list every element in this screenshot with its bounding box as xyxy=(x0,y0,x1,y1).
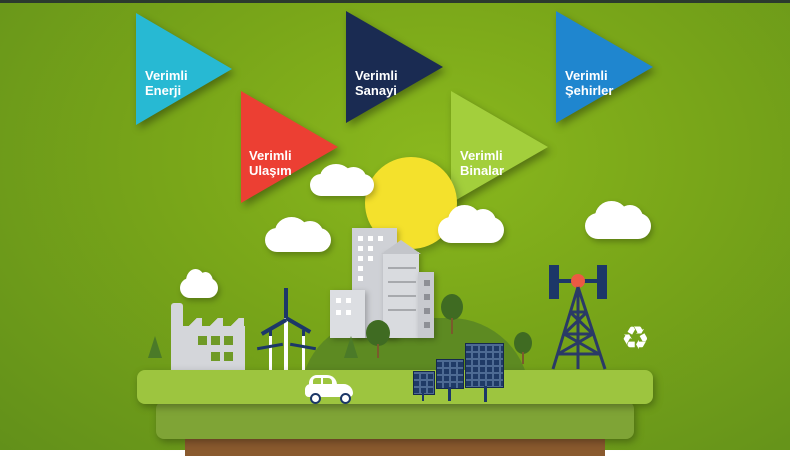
solar-panel-stand xyxy=(484,386,487,402)
car-window xyxy=(313,378,321,384)
factory-window xyxy=(211,352,220,361)
car-wheel xyxy=(340,393,351,404)
factory-chimney xyxy=(171,303,183,371)
ground-top-layer xyxy=(137,370,653,404)
side-building xyxy=(418,272,434,338)
window xyxy=(336,310,341,315)
cloud-icon xyxy=(585,201,651,239)
flag-efficient-buildings xyxy=(451,91,548,203)
cloud-icon xyxy=(310,164,374,196)
turbine-blade xyxy=(284,288,288,318)
tree-trunk xyxy=(377,344,379,358)
window-bar xyxy=(388,295,416,297)
tree-icon xyxy=(366,320,390,346)
window xyxy=(424,322,430,328)
window xyxy=(368,246,373,251)
car-window xyxy=(323,378,332,384)
solar-panel-icon xyxy=(465,343,504,388)
factory-window xyxy=(224,336,233,345)
solar-panel-icon xyxy=(436,359,464,389)
window xyxy=(358,256,363,261)
house-roof xyxy=(381,240,421,254)
window xyxy=(378,236,383,241)
window xyxy=(358,246,363,251)
factory-window xyxy=(198,336,207,345)
top-border xyxy=(0,0,790,3)
factory-window xyxy=(224,352,233,361)
recycle-icon: ♻ xyxy=(621,320,650,356)
tree-icon xyxy=(441,294,463,320)
window xyxy=(358,276,363,281)
window xyxy=(424,294,430,300)
wind-turbine-icon xyxy=(284,316,288,370)
cell-tower-icon xyxy=(549,265,607,370)
tree-icon xyxy=(514,332,532,354)
turbine-blade xyxy=(302,330,305,336)
car-wheel xyxy=(310,393,321,404)
window-bar xyxy=(388,267,416,269)
flag-efficient-industry xyxy=(346,11,443,123)
window xyxy=(368,256,373,261)
window xyxy=(346,310,351,315)
window xyxy=(368,236,373,241)
tree-trunk xyxy=(522,352,524,364)
smoke-cloud-icon xyxy=(180,269,218,298)
solar-panel-stand xyxy=(448,387,451,401)
window xyxy=(346,298,351,303)
wind-turbine-icon xyxy=(269,333,272,370)
cloud-icon xyxy=(438,205,504,243)
flag-efficient-energy xyxy=(136,13,232,125)
window-bar xyxy=(388,309,416,311)
window xyxy=(424,308,430,314)
turbine-blade xyxy=(269,330,272,336)
window xyxy=(336,298,341,303)
solar-panel-stand xyxy=(422,393,424,401)
window xyxy=(358,266,363,271)
window-bar xyxy=(388,281,416,283)
cloud-icon xyxy=(265,217,331,252)
ground-middle-layer xyxy=(156,401,634,439)
solar-panel-icon xyxy=(413,371,435,395)
flag-efficient-cities xyxy=(556,11,653,123)
factory-body xyxy=(181,326,245,371)
wind-turbine-icon xyxy=(302,333,305,370)
pine-tree-icon xyxy=(148,336,162,358)
window xyxy=(358,236,363,241)
soil-layer xyxy=(185,436,605,456)
factory-window xyxy=(211,336,220,345)
window xyxy=(424,280,430,286)
pine-tree-icon xyxy=(344,336,358,358)
factory-roof xyxy=(181,318,245,328)
tree-trunk xyxy=(451,318,453,334)
